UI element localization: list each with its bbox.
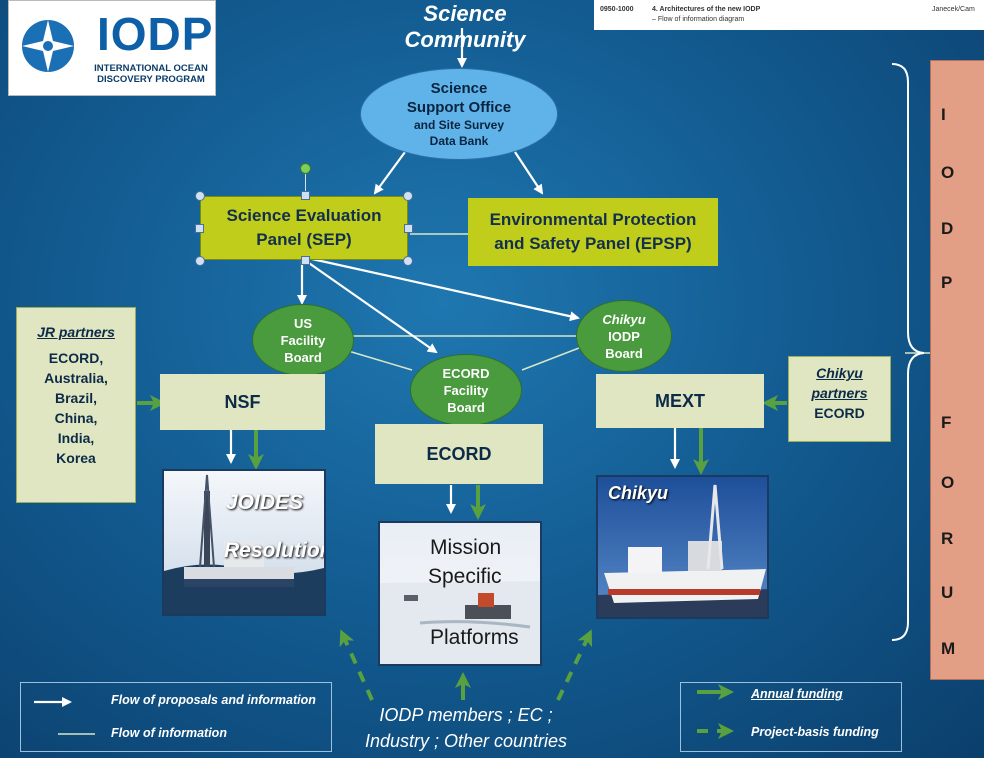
cib-line-2: IODP [608, 328, 640, 344]
forum-letter: O [941, 473, 955, 492]
agenda-item: 4. Architectures of the new IODP [652, 6, 761, 13]
usfb-line-2: Facility [280, 332, 326, 348]
cib-line-3: Board [605, 345, 643, 361]
jr-partner-item: China, [54, 410, 98, 426]
agenda-subitem: – Flow of information diagram [652, 16, 745, 23]
epsp-node: Environmental Protection and Safety Pane… [468, 198, 718, 266]
agenda-time: 0950-1000 [600, 6, 634, 13]
selection-handle[interactable] [195, 256, 205, 266]
selection-handle[interactable] [403, 191, 413, 201]
jr-partner-item: India, [57, 430, 95, 446]
iodp-members-label: IODP members ; EC ; Industry ; Other cou… [318, 702, 614, 754]
sso-line-4: Data Bank [429, 134, 489, 148]
joides-resolution-photo: JOIDES Resolution [162, 469, 326, 616]
selection-handle[interactable] [403, 256, 413, 266]
usfb-line-1: US [293, 315, 313, 331]
jr-partner-item: ECORD, [48, 350, 104, 366]
cib-line-1: Chikyu [602, 311, 646, 327]
forum-letter: I [941, 105, 946, 124]
jr-partner-item: Korea [56, 450, 96, 466]
sep-rotate-handle[interactable] [300, 163, 311, 174]
legend-proposals-label: Flow of proposals and information [111, 693, 316, 707]
drillship-illustration [164, 471, 324, 614]
members-line-2: Industry ; Other countries [364, 731, 568, 751]
jr-partner-item: Brazil, [54, 390, 97, 406]
science-evaluation-panel-node[interactable]: Science Evaluation Panel (SEP) [200, 196, 408, 260]
nsf-node: NSF [160, 374, 325, 430]
iodp-forum-panel: I O D P F O R U M [930, 60, 984, 680]
ecordfb-line-2: Facility [443, 382, 489, 398]
ecordfb-line-1: ECORD [442, 365, 490, 381]
forum-letter: U [941, 583, 954, 602]
ecordfb-line-3: Board [447, 399, 485, 415]
jr-partner-item: Australia, [44, 370, 108, 386]
ecord-facility-board-node: ECORD Facility Board [410, 354, 522, 426]
legend-information: Flow of proposals and information Flow o… [20, 682, 332, 752]
chikyu-photo: Chikyu [596, 475, 769, 619]
selection-handle[interactable] [301, 191, 310, 200]
sep-line-2: Panel (SEP) [256, 230, 352, 249]
chikyu-ship-illustration [598, 477, 767, 617]
sso-line-2: Support Office [406, 99, 512, 116]
logo-subtitle: INTERNATIONAL OCEAN DISCOVERY PROGRAM [94, 63, 208, 85]
logo-wordmark: IODP [97, 8, 214, 60]
iodp-compass-icon [22, 20, 74, 72]
icebreaker-illustration [380, 523, 540, 664]
epsp-line-1: Environmental Protection [489, 210, 697, 229]
selection-handle[interactable] [301, 256, 310, 265]
msp-label-1: Mission [430, 536, 502, 559]
forum-letter: O [941, 163, 955, 182]
jr-partners-panel: JR partners ECORD, Australia, Brazil, Ch… [16, 307, 136, 503]
chikyu-partners-panel: Chikyu partners ECORD [788, 356, 891, 442]
ecord-node: ECORD [375, 424, 543, 484]
chikyu-partners-title-1: Chikyu [816, 365, 863, 381]
forum-letter: M [941, 639, 956, 658]
joides-label-1: JOIDES [226, 491, 304, 514]
agenda-snippet: 0950-1000 4. Architectures of the new IO… [594, 0, 984, 30]
forum-letter: P [941, 273, 953, 292]
selection-handle[interactable] [195, 191, 205, 201]
science-support-office-node: Science Support Office and Site Survey D… [360, 68, 558, 160]
right-curly-brace [891, 63, 925, 641]
usfb-line-3: Board [284, 349, 322, 365]
us-facility-board-node: US Facility Board [252, 304, 354, 376]
forum-letter: D [941, 219, 954, 238]
msp-label-2: Specific [428, 565, 502, 588]
sep-rotate-stem [305, 174, 306, 192]
msp-label-3: Platforms [430, 626, 519, 649]
science-community-label: Science Community [404, 1, 526, 52]
selection-handle[interactable] [404, 224, 413, 233]
iodp-logo: IODP INTERNATIONAL OCEAN DISCOVERY PROGR… [8, 0, 216, 96]
chikyu-partner-item: ECORD [814, 405, 865, 421]
chikyu-iodp-board-node: Chikyu IODP Board [576, 300, 672, 372]
mission-specific-platforms-photo: Mission Specific Platforms [378, 521, 542, 666]
selection-handle[interactable] [195, 224, 204, 233]
legend-funding: Annual funding Project-basis funding [680, 682, 902, 752]
sso-line-1: Science [430, 80, 488, 97]
chikyu-label: Chikyu [608, 483, 669, 503]
legend-project-label: Project-basis funding [751, 725, 879, 739]
joides-label-2: Resolution [224, 539, 326, 562]
members-line-1: IODP members ; EC ; [379, 705, 553, 725]
legend-annual-label: Annual funding [751, 687, 843, 701]
mext-node: MEXT [596, 374, 764, 428]
jr-partners-title: JR partners [37, 324, 115, 340]
agenda-presenter: Janecek/Cam [932, 6, 975, 13]
forum-letter: R [941, 529, 954, 548]
sep-line-1: Science Evaluation [226, 206, 382, 225]
epsp-line-2: and Safety Panel (EPSP) [494, 234, 692, 253]
forum-letter: F [941, 413, 952, 432]
legend-information-label: Flow of information [111, 726, 227, 740]
chikyu-partners-title-2: partners [811, 385, 868, 401]
sso-line-3: and Site Survey [413, 118, 505, 132]
